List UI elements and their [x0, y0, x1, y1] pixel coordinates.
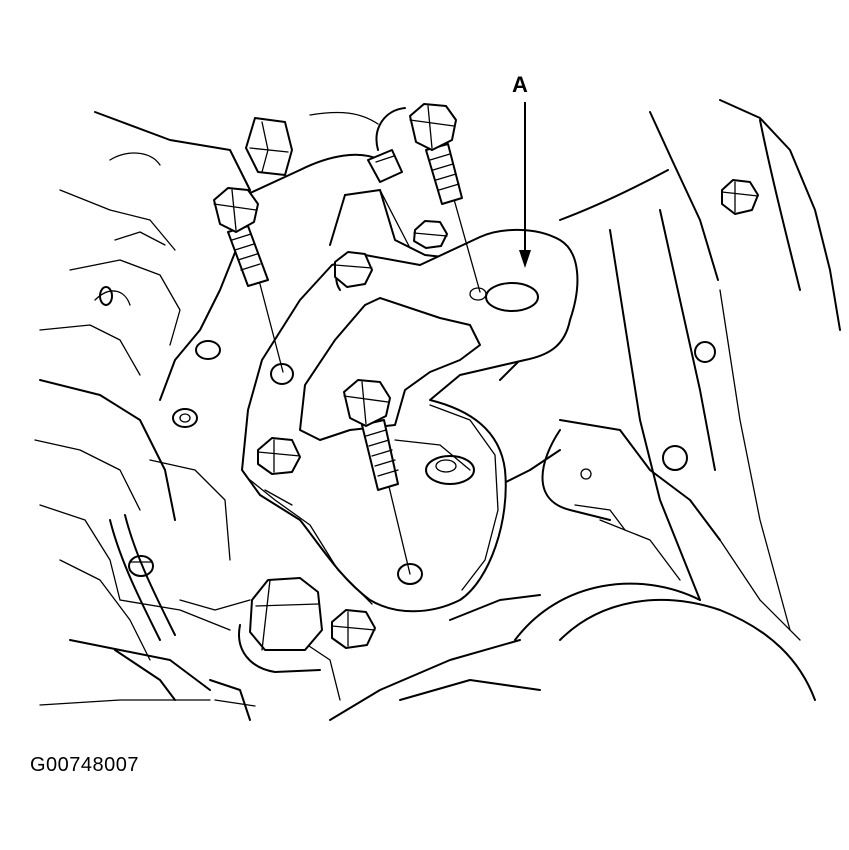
sensor-block: [245, 117, 293, 176]
bolt-left: [213, 187, 284, 373]
nut-top-right: [721, 179, 759, 215]
bolt-top: [409, 103, 481, 293]
callout-arrow-a: [519, 102, 531, 268]
nut-lower-left: [257, 437, 301, 475]
wire-clip: [367, 107, 406, 183]
figure-id: G00748007: [30, 754, 140, 776]
nut-plate: [413, 220, 448, 249]
engine-background-linework: [34, 99, 841, 721]
callout-label-a: A: [512, 72, 528, 97]
nut-bottom: [331, 609, 376, 649]
stud-cap-bottom: [238, 577, 323, 673]
nut-bracket-left: [334, 251, 373, 288]
bolt-center: [343, 379, 411, 575]
stud-left: [128, 555, 154, 577]
engine-mount-bracket: [241, 228, 579, 613]
